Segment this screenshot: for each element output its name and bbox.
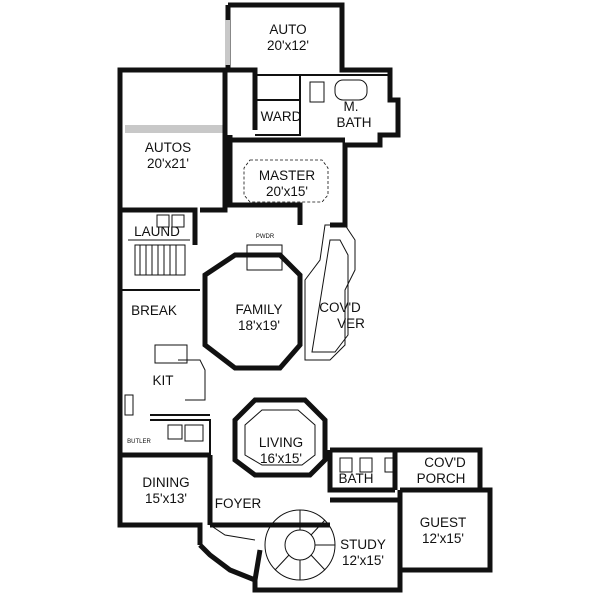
autos-label: AUTOS — [145, 140, 191, 155]
room-labels: AUTO 20'x12' WARD M. BATH AUTOS 20'x21' … — [127, 22, 466, 568]
covd-porch-label-2: PORCH — [417, 471, 466, 486]
dining-label: DINING — [142, 475, 189, 490]
covd-ver-label: COV'D — [319, 300, 361, 315]
bath-label: BATH — [338, 471, 373, 486]
covd-porch-label: COV'D — [424, 455, 466, 470]
guest-dims: 12'x15' — [422, 531, 464, 546]
foyer-label: FOYER — [215, 496, 262, 511]
auto-dims: 20'x12' — [267, 38, 309, 53]
kit-label: KIT — [152, 373, 173, 388]
exterior-walls — [117, 2, 401, 545]
family-dims: 18'x19' — [238, 318, 280, 333]
back-stairs — [134, 244, 186, 276]
living-label: LIVING — [259, 435, 303, 450]
study-dims: 12'x15' — [342, 553, 384, 568]
guest-label: GUEST — [420, 515, 467, 530]
family-label: FAMILY — [235, 302, 282, 317]
master-dims: 20'x15' — [266, 184, 308, 199]
study-label: STUDY — [340, 537, 386, 552]
living-dims: 16'x15' — [260, 451, 302, 466]
dining-dims: 15'x13' — [145, 491, 187, 506]
spiral-stair — [264, 509, 336, 581]
auto-label: AUTO — [269, 22, 306, 37]
master-label: MASTER — [259, 168, 316, 183]
butler-label: BUTLER — [127, 439, 151, 445]
mbath-label-2: BATH — [336, 115, 371, 130]
covd-ver-label-2: VER — [337, 316, 365, 331]
autos-dims: 20'x21' — [147, 156, 189, 171]
pwdr-label: PWDR — [256, 234, 275, 240]
break-label: BREAK — [131, 303, 177, 318]
laund-label: LAUND — [134, 224, 180, 239]
ward-label: WARD — [261, 109, 302, 124]
mbath-label: M. — [344, 99, 359, 114]
interior-walls — [120, 70, 493, 593]
